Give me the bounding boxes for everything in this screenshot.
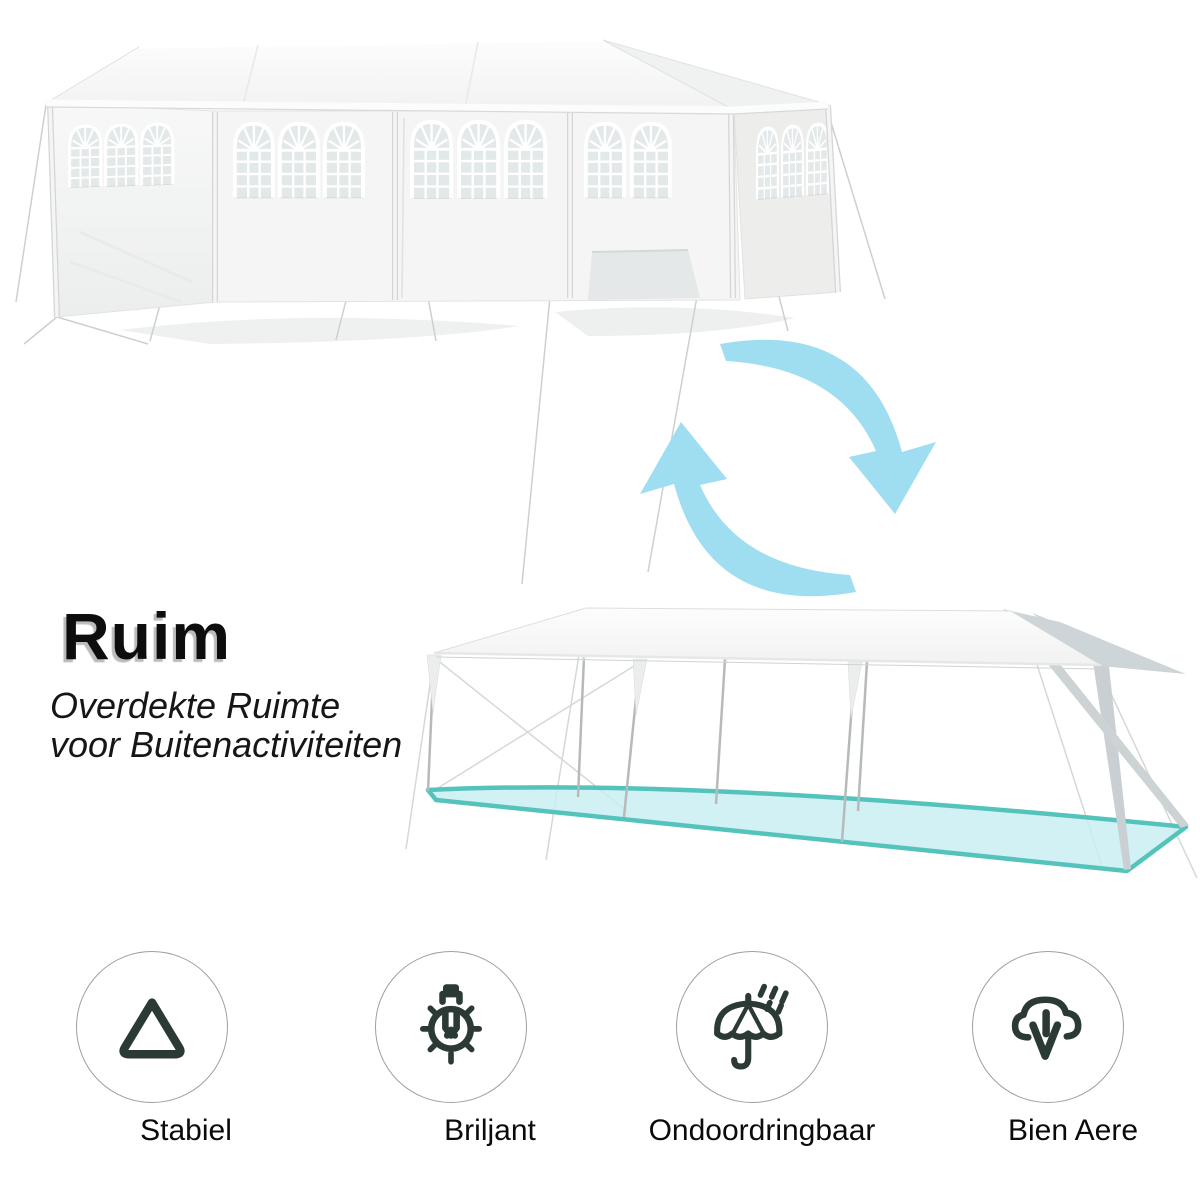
feature-label-briljant: Briljant [444,1114,536,1147]
tent-poles [47,103,841,318]
feature-circle-brightness [375,951,527,1103]
subtitle-line-2: voor Buitenactiviteiten [50,724,403,765]
umbrella-rain-icon [714,983,789,1070]
ground-shadow [120,317,520,344]
feature-circle-stability [76,951,228,1103]
feature-label-bien-aere: Bien Aere [1007,1114,1139,1147]
ground-shadow [555,307,795,336]
frame-canopy-roof [433,607,1186,674]
feature-circle-waterproof [676,951,828,1103]
top-tent-photo [15,38,886,585]
bottom-tent-frame-photo [405,607,1198,879]
tent-door-opening [588,250,700,300]
lightbulb-icon [419,984,483,1065]
arrow-up-left [640,422,856,597]
tent-roof [44,38,830,115]
arrow-down-right [720,339,936,514]
cloud-airflow-icon [1011,996,1082,1060]
floor-highlight [425,785,1189,874]
feature-circle-airflow [972,951,1124,1103]
feature-label-stabiel: Stabiel [140,1114,232,1147]
swap-arrows-icon [640,339,936,597]
feature-label-ondoordringbaar: Ondoordringbaar [648,1114,876,1147]
door-zipper-seam [401,117,405,299]
subtitle-line-1: Overdekte Ruimte [50,685,341,726]
headline-subtitle: Overdekte Ruimte voor Buitenactiviteiten [50,686,402,764]
stability-triangle-icon [119,998,185,1059]
headline-title: Ruim [62,599,231,673]
